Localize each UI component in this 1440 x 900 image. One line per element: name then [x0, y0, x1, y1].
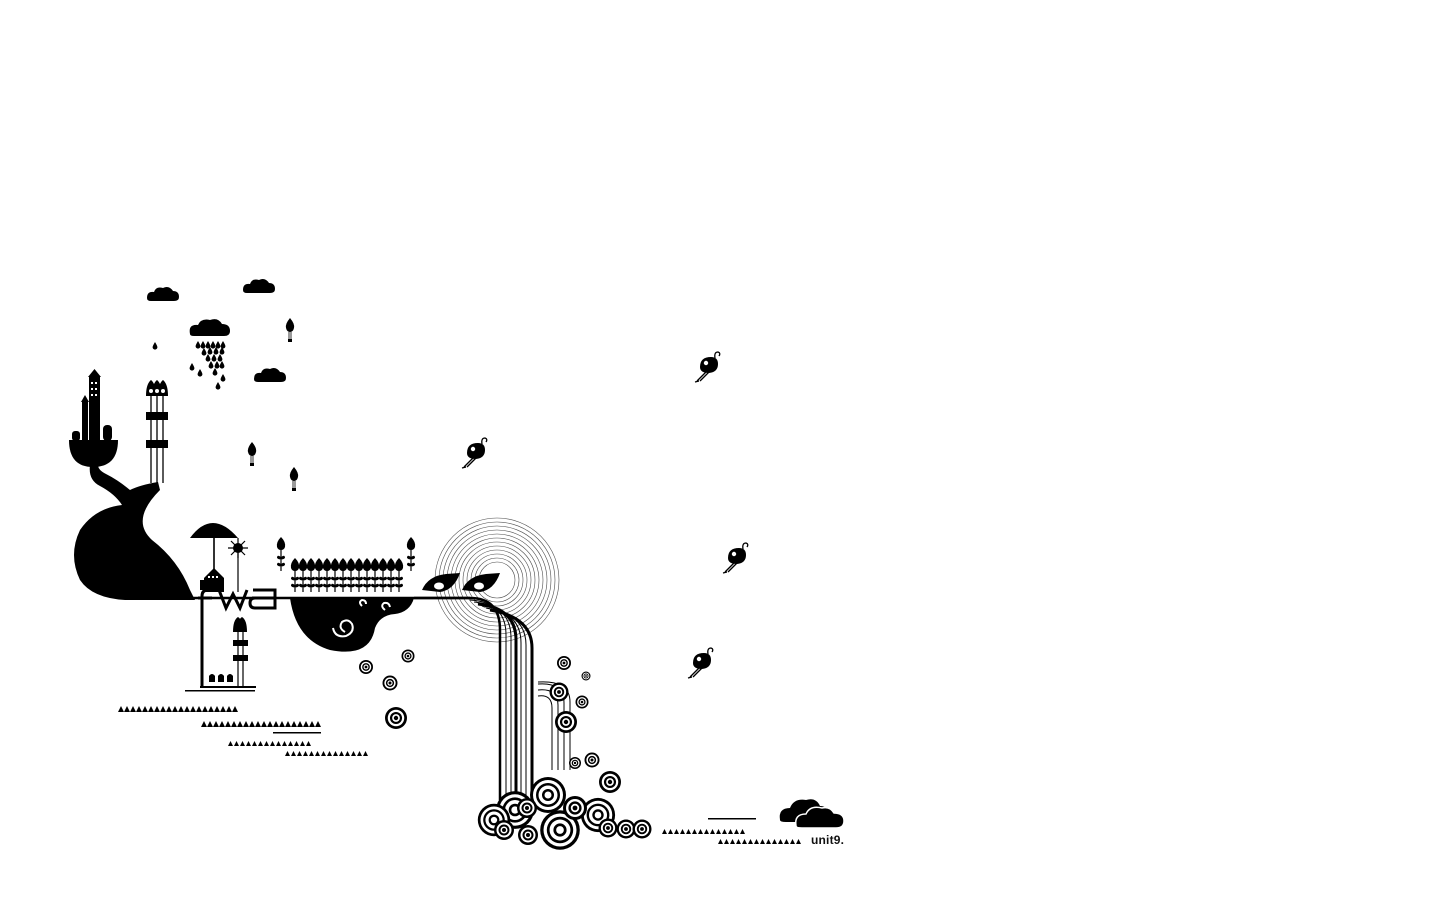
tulip-icon	[185, 610, 256, 692]
tower-city-icon	[69, 369, 195, 600]
balloon-icon	[285, 317, 295, 343]
rain-cloud-icon	[152, 319, 230, 390]
cloud-icon	[243, 279, 275, 293]
wave-spiral-icon	[290, 598, 414, 652]
balloon-icon	[247, 441, 257, 467]
cloud-icon	[254, 368, 286, 382]
tulip-icon	[146, 380, 168, 483]
tulip-row	[276, 536, 416, 593]
bird-icon	[722, 542, 749, 574]
fwa-logo	[198, 588, 277, 612]
waterfall-icon	[414, 596, 571, 800]
spiral-circles-icon	[359, 649, 652, 850]
umbrella-tree-icon	[190, 523, 238, 592]
cloud-icon	[779, 799, 845, 829]
sun-burst-icon	[228, 538, 248, 592]
bird-icon	[461, 437, 488, 469]
bird-icon	[687, 647, 714, 679]
balloon-icon	[289, 466, 299, 492]
brand-label: unit9.	[811, 833, 845, 847]
cloud-icon	[147, 287, 179, 301]
bird-icon	[694, 351, 721, 383]
triangle-rows	[118, 706, 801, 844]
eyes-icon	[422, 573, 500, 592]
